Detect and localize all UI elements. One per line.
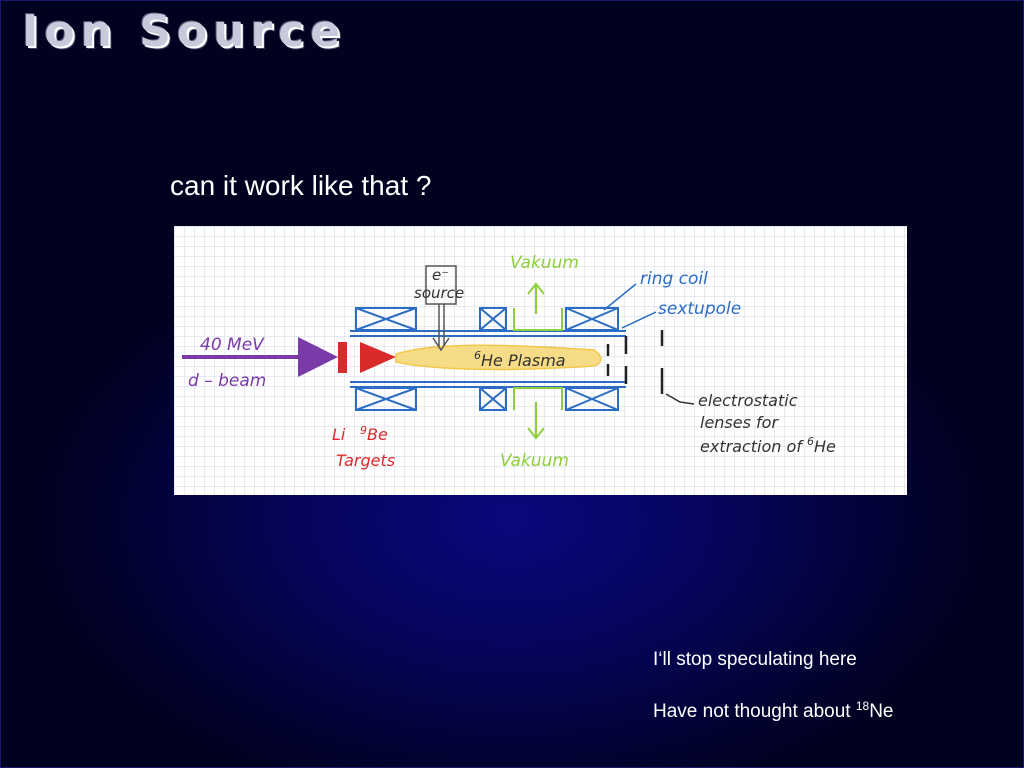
sextupole-label: sextupole — [658, 299, 741, 319]
lenses-label-line1: electrostatic — [698, 391, 798, 410]
beam-energy-label: 40 MeV — [200, 335, 265, 355]
targets-be-label: 9Be — [360, 424, 388, 444]
electron-source-label: source — [414, 284, 464, 302]
lens-leader — [665, 393, 695, 405]
targets-label: Targets — [336, 451, 395, 470]
slide-subtitle: can it work like that ? — [170, 170, 432, 201]
beam-name-label: d – beam — [188, 371, 266, 391]
targets-li-label: Li — [332, 425, 346, 444]
note-speculating: I‘ll stop speculating here — [653, 649, 857, 670]
ring-coils — [355, 307, 619, 411]
lenses-label-line3: extraction of 6He — [700, 435, 836, 456]
li-target — [338, 342, 347, 373]
ion-source-sketch: 40 MeV d – beam Li 9Be Targets Vakuum Va… — [174, 226, 907, 495]
lenses-label-line2: lenses for — [700, 413, 779, 432]
plasma-label: 6He Plasma — [474, 349, 566, 370]
vacuum-ports — [513, 282, 563, 440]
slide-title: Ion Source — [22, 6, 347, 57]
leader-lines — [603, 283, 657, 329]
sextupole-magnets — [479, 307, 507, 411]
note-18ne-prefix: Have not thought about — [653, 701, 856, 722]
plasma-region — [395, 344, 602, 371]
note-18ne-element: Ne — [869, 701, 894, 722]
note-18ne-mass-number: 18 — [855, 699, 870, 713]
electron-injection-arrow — [432, 304, 450, 352]
vacuum-top-label: Vakuum — [510, 253, 579, 273]
electron-label: e⁻ — [432, 266, 449, 284]
note-18ne: Have not thought about 18Ne — [653, 699, 893, 723]
be-target — [360, 342, 396, 373]
ring-coil-label: ring coil — [640, 269, 708, 289]
extraction-electrodes — [606, 330, 664, 394]
vacuum-bottom-label: Vakuum — [500, 451, 569, 471]
electron-source-box — [425, 265, 457, 305]
